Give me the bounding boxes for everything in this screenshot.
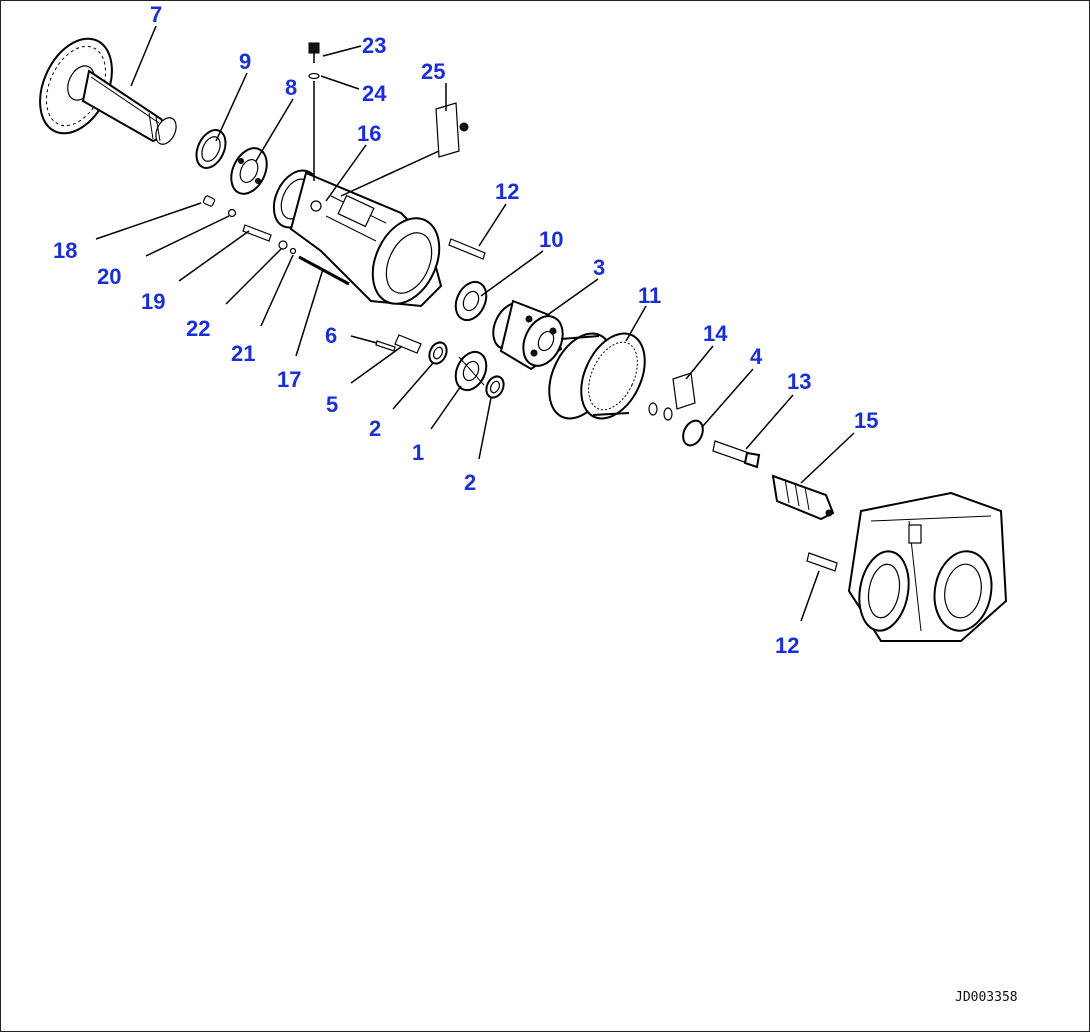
part-2-bearing-left [428,341,448,365]
part-24-washer [308,72,320,80]
drawing-id: JD003358 [955,990,1018,1005]
callout-16: 16 [357,121,381,146]
part-7-axle-shaft [39,37,177,145]
part-12-pin-lower [806,552,838,572]
part-25-name-plate [340,102,469,197]
callout-14: 14 [703,321,728,346]
part-10-bearing [454,280,488,322]
part-1-planet-gear [454,350,488,392]
callout-24: 24 [362,81,387,106]
callout-9: 9 [239,49,251,74]
leader-lines [95,25,855,622]
callout-18: 18 [53,238,77,263]
callout-12-upper: 12 [495,179,519,204]
callout-2-right: 2 [464,470,476,495]
part-6-lock-pin [375,340,396,352]
part-12-pin-upper [448,238,486,260]
callout-22: 22 [186,316,210,341]
callout-25: 25 [421,59,445,84]
part-22-nut [278,240,288,250]
part-11-ring-gear [548,332,646,420]
differential-carrier-housing [847,491,1008,642]
part-23-breather [308,42,320,63]
callout-19: 19 [141,289,165,314]
callout-8: 8 [285,75,297,100]
part-2-bearing-right [485,375,505,399]
callout-5: 5 [326,392,338,417]
part-13-bolt [712,440,761,469]
part-19-bolt [242,224,272,242]
callout-7: 7 [150,2,162,27]
callout-21: 21 [231,341,255,366]
part-17-tie-rod [298,255,350,286]
callout-labels: 7 9 8 23 24 25 16 12 10 3 11 14 4 13 15 … [53,2,878,658]
callout-12-lower: 12 [775,633,799,658]
part-15-sun-gear-shaft [771,474,835,521]
part-14-shim [648,372,696,421]
part-4-thrust-plate [682,419,704,447]
callout-4: 4 [750,344,763,369]
part-9-seal [195,129,227,169]
part-16-axle-housing [272,169,443,308]
part-8-bearing [230,147,268,195]
callout-20: 20 [97,264,121,289]
part-20-washer [227,208,237,218]
callout-3: 3 [593,255,605,280]
part-5-shaft [394,334,422,354]
callout-13: 13 [787,369,811,394]
callout-17: 17 [277,367,301,392]
callout-15: 15 [854,408,878,433]
callout-2-left: 2 [369,416,381,441]
part-21-ring [289,247,297,255]
part-18-plug [202,195,216,207]
callout-10: 10 [539,227,563,252]
callout-6: 6 [325,323,337,348]
callout-23: 23 [362,33,386,58]
callout-1: 1 [412,440,424,465]
callout-11: 11 [638,283,661,308]
part-3-planet-carrier [492,299,564,371]
